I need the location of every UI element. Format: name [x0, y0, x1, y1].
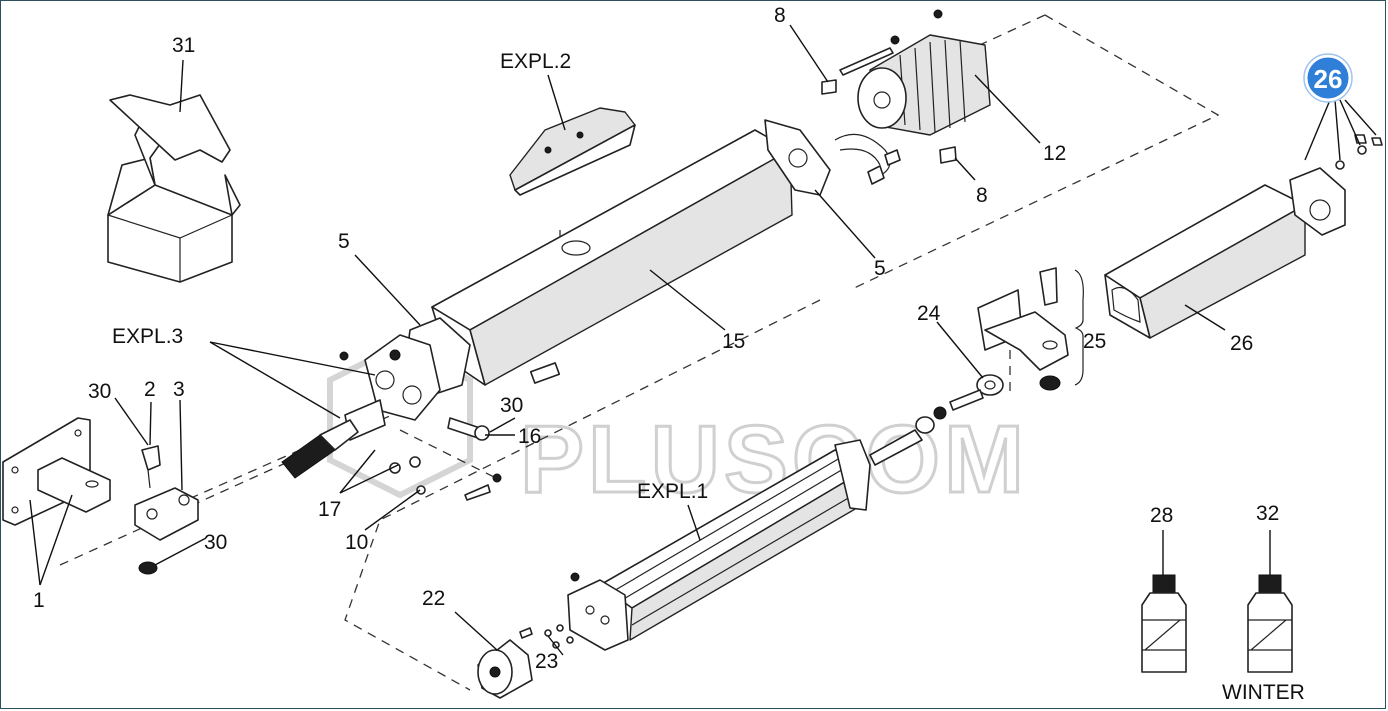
- leader-lines: [29, 24, 1377, 656]
- label-8-top: 8: [774, 4, 786, 27]
- label-25: 25: [1083, 330, 1106, 353]
- label-26: 26: [1230, 332, 1253, 355]
- label-8-bottom: 8: [976, 184, 988, 207]
- part-28-oil-bottle: [1141, 574, 1187, 673]
- part-24-rod-eye: [915, 374, 1004, 434]
- label-expl2: EXPL.2: [500, 50, 571, 73]
- part-25-pivot-bracket: [977, 267, 1084, 391]
- label-28: 28: [1150, 504, 1173, 527]
- label-2: 2: [144, 378, 156, 401]
- part-32-winter-oil-bottle: [1247, 574, 1293, 673]
- part-expl1-cylinder: [567, 429, 923, 651]
- part-31-box: [107, 94, 241, 283]
- part-12-motor: [821, 9, 991, 185]
- label-10: 10: [345, 531, 368, 554]
- label-12: 12: [1043, 142, 1066, 165]
- part-expl2-cover: [509, 107, 636, 196]
- part-spring-assembly: [281, 417, 502, 501]
- label-15: 15: [722, 330, 745, 353]
- label-3: 3: [173, 378, 185, 401]
- part-26-rear-tube: [1104, 134, 1383, 339]
- label-23: 23: [535, 650, 558, 673]
- label-30-left: 30: [88, 380, 111, 403]
- label-5-left: 5: [338, 230, 350, 253]
- part-5-flange-plates: [404, 119, 831, 396]
- label-expl3: EXPL.3: [112, 325, 183, 348]
- label-24: 24: [917, 302, 941, 325]
- part-1-wall-bracket: [2, 417, 111, 526]
- label-16: 16: [518, 425, 541, 448]
- part-2-3-clevis: [134, 445, 199, 575]
- label-30-bottom: 30: [204, 531, 227, 554]
- label-32: 32: [1256, 502, 1279, 525]
- label-31: 31: [172, 34, 195, 57]
- highlight-badge-26: 26: [1303, 53, 1353, 103]
- label-1: 1: [33, 589, 45, 612]
- label-17: 17: [318, 498, 341, 521]
- label-30-right: 30: [500, 394, 523, 417]
- label-22: 22: [422, 587, 445, 610]
- part-22-end-cap: [477, 624, 574, 699]
- part-expl3-head: [339, 334, 441, 441]
- label-winter: WINTER: [1222, 681, 1305, 704]
- label-expl1: EXPL.1: [637, 480, 708, 503]
- part-labels: 31 EXPL.2 8 12 8 5 5 15 26 24 25 EXPL.3 …: [33, 4, 1305, 704]
- label-5-right: 5: [874, 257, 886, 280]
- badge-label: 26: [1314, 64, 1343, 94]
